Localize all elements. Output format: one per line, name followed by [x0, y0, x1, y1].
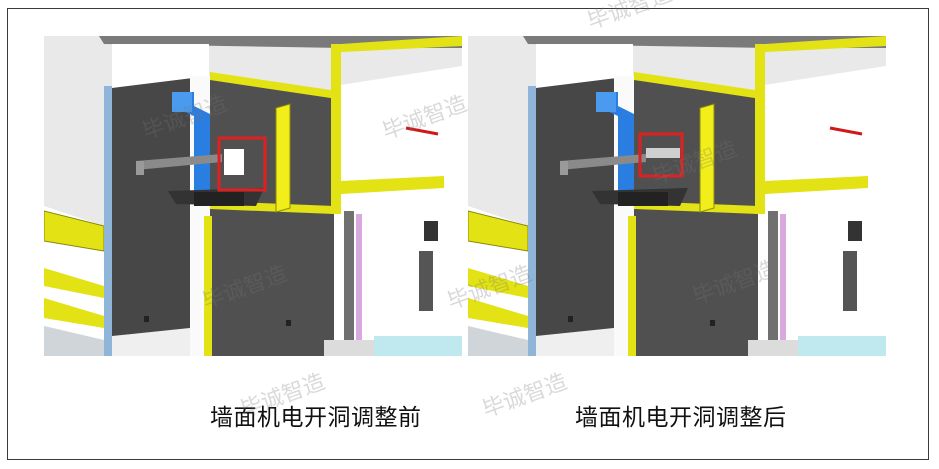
render-before — [44, 36, 462, 356]
bim-render-after — [468, 36, 886, 356]
caption-after: 墙面机电开洞调整后 — [575, 405, 787, 431]
bim-render-before — [44, 36, 462, 356]
render-after — [468, 36, 886, 356]
caption-before: 墙面机电开洞调整前 — [210, 405, 422, 431]
